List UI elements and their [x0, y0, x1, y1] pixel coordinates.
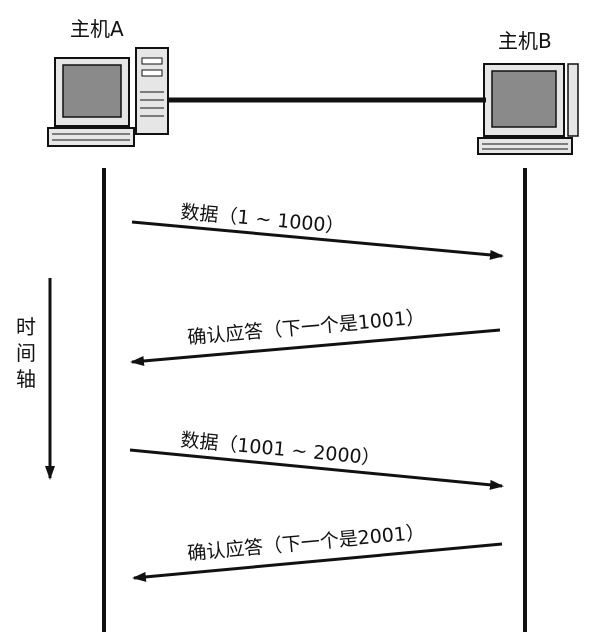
host-b-label: 主机B: [498, 29, 552, 53]
message-arrow-4: [132, 542, 503, 582]
time-axis-label-char-3: 轴: [16, 367, 36, 391]
host-a-label: 主机A: [70, 17, 124, 41]
message-label-2: 确认应答（下一个是1001）: [187, 306, 426, 349]
message-label-4: 确认应答（下一个是2001）: [186, 521, 425, 565]
host-b-computer-icon: [477, 63, 579, 155]
time-axis-label-char-1: 时: [16, 315, 36, 339]
time-axis-label-char-2: 间: [16, 341, 36, 365]
host-a-computer-icon: [47, 47, 169, 147]
message-arrow-1: [131, 220, 504, 260]
message-arrow-3: [129, 448, 504, 490]
message-label-1: 数据（1 ~ 1000）: [180, 201, 346, 238]
message-arrow-2: [130, 328, 501, 366]
